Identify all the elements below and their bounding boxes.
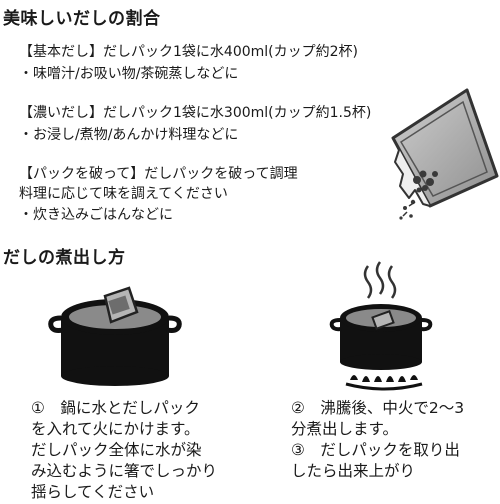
- basic-dashi-heading: 【基本だし】だしパック1袋に水400ml(カップ約2杯): [19, 44, 358, 60]
- pot-with-dashi-pack-icon: [48, 286, 182, 386]
- strong-dashi-heading: 【濃いだし】だしパック1袋に水300ml(カップ約1.5杯): [19, 105, 372, 121]
- step1-line-1: ① 鍋に水とだしパック: [31, 399, 200, 417]
- ratio-title: 美味しいだしの割合: [3, 9, 161, 29]
- method-title: だしの煮出し方: [3, 248, 126, 268]
- step1-line-4: み込むように箸でしっかり: [31, 462, 218, 480]
- torn-pack-use: ・炊き込みごはんなどに: [19, 207, 173, 223]
- step1-line-2: を入れて火にかけます。: [31, 420, 200, 438]
- step3-line-1: ③ だしパックを取り出: [291, 441, 460, 459]
- step3-line-2: したら出来上がり: [291, 462, 416, 480]
- torn-dashi-pack-icon: [391, 88, 499, 220]
- step2-line-2: 分煮出します。: [291, 420, 398, 438]
- strong-dashi-use: ・お浸し/煮物/あんかけ料理などに: [19, 127, 239, 143]
- torn-pack-note: 料理に応じて味を調えてください: [19, 186, 228, 202]
- step1-line-5: 揺らしてください: [31, 483, 155, 501]
- step2-line-1: ② 沸騰後、中火で2〜3: [291, 399, 465, 417]
- basic-dashi-use: ・味噌汁/お吸い物/茶碗蒸しなどに: [19, 66, 239, 82]
- torn-pack-heading: 【パックを破って】だしパックを破って調理: [19, 166, 298, 182]
- boiling-pot-icon: [329, 261, 433, 391]
- step1-line-3: だしパック全体に水が染: [31, 441, 202, 459]
